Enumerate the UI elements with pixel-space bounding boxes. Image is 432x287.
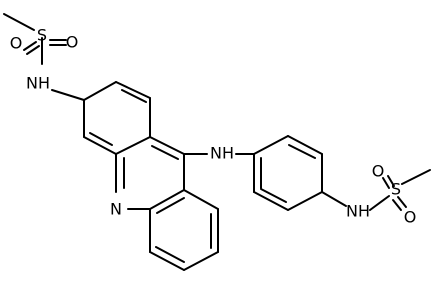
- ring-double-bond: [156, 197, 185, 214]
- ring-bond: [253, 191, 289, 211]
- acridine-central-ring: [115, 136, 185, 210]
- left-s-o-double-bond: [23, 41, 37, 51]
- right-ring-n-bond: [321, 191, 347, 207]
- ring-double-bond: [151, 145, 179, 160]
- ring-bond: [149, 136, 185, 155]
- ring-bond: [83, 81, 117, 101]
- left-oxygen-top-label: O: [10, 34, 23, 53]
- ring-double-bond: [260, 188, 287, 203]
- right-sulfur-label: S: [391, 180, 401, 199]
- ring-bond: [115, 136, 151, 155]
- ring-bond: [83, 136, 117, 155]
- left-sulfur-label: S: [37, 26, 47, 45]
- ring-bond: [183, 189, 219, 210]
- left-n-ring-bond: [51, 89, 85, 101]
- right-sulfonamide-bonds: [321, 169, 431, 211]
- ring-double-bond: [121, 89, 147, 103]
- right-nh-label: NH: [346, 202, 370, 221]
- ring-bond: [149, 189, 185, 210]
- ring-double-bond: [155, 246, 185, 263]
- acridine-upper-ring: [83, 81, 151, 155]
- left-nh-label: NH: [26, 74, 50, 93]
- acridine-lower-ring: [149, 189, 219, 271]
- ring-bond: [149, 251, 185, 271]
- right-oxygen-left-label: O: [372, 162, 385, 181]
- right-s-methyl-bond: [401, 169, 431, 185]
- right-s-o-bottom-double-bond-2: [397, 196, 407, 208]
- right-s-o-bottom-double-bond: [392, 199, 402, 211]
- ring-bond: [287, 135, 323, 155]
- ring-double-bond: [89, 132, 113, 146]
- left-oxygen-right-label: O: [66, 33, 79, 52]
- ring-bond: [183, 251, 219, 271]
- bridge-nh-label: NH: [210, 144, 234, 163]
- right-oxygen-bottom-label: O: [404, 208, 417, 227]
- left-sulfonamide-bonds: [3, 13, 85, 101]
- left-s-o-double-bond-2: [26, 45, 40, 55]
- right-s-o-double-bond: [382, 177, 390, 189]
- ring-bond: [253, 135, 289, 155]
- atom-labels: S O O NH N NH NH S O O: [10, 26, 417, 227]
- phenylene-ring: [253, 135, 323, 211]
- ring-double-bond: [288, 144, 316, 159]
- left-methyl-s-bond: [3, 13, 35, 31]
- acridine-nitrogen-label: N: [110, 200, 122, 219]
- right-n-s-bond: [369, 195, 390, 211]
- ring-bond: [115, 81, 151, 99]
- right-s-o-double-bond-2: [387, 175, 395, 187]
- ring-bond: [287, 191, 323, 211]
